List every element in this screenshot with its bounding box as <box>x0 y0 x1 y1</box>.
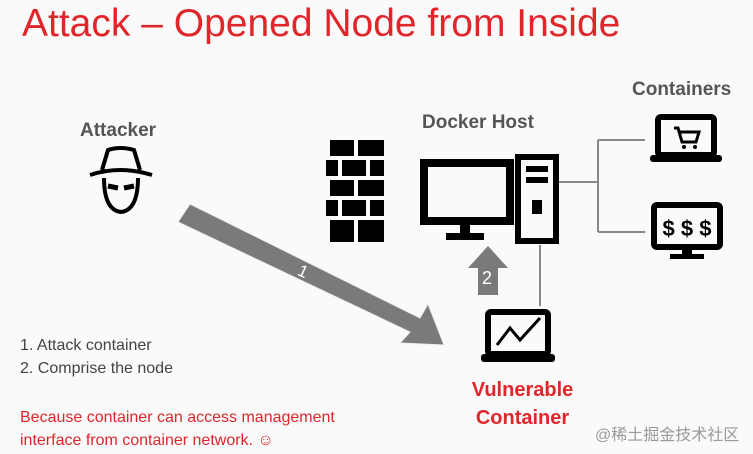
payment-container-monitor-icon: $ $ $ <box>651 202 723 259</box>
firewall-icon <box>326 140 384 242</box>
step-2: 2. Comprise the node <box>20 360 173 377</box>
vulnerable-container-laptop-icon <box>481 309 555 362</box>
watermark: @稀土掘金技术社区 <box>595 427 740 444</box>
connector-lines <box>539 139 645 306</box>
vulnerable-text: Vulnerable <box>471 379 574 401</box>
attacker-hat-icon <box>89 146 153 215</box>
step-1: 1. Attack container <box>20 337 152 354</box>
arrow-2-label: 2 <box>482 268 493 288</box>
attacker-label: Attacker <box>80 120 157 141</box>
containers-label: Containers <box>632 79 732 100</box>
note-line-1: Because container can access management <box>20 409 335 426</box>
attack-arrow-1 <box>177 203 445 346</box>
note-line-2: interface from container network. ☺ <box>20 432 274 449</box>
server-tower-icon <box>515 154 559 244</box>
note-text: Because container can access management … <box>20 406 335 452</box>
shop-container-laptop-icon <box>650 114 722 162</box>
docker-host-label: Docker Host <box>422 112 534 133</box>
vulnerable-container-label: Vulnerable Container <box>460 376 585 432</box>
svg-text:$ $ $: $ $ $ <box>663 216 712 241</box>
docker-host-monitor-icon <box>420 159 514 240</box>
slide-title: Attack – Opened Node from Inside <box>22 2 621 45</box>
container-text: Container <box>475 407 570 429</box>
escalate-arrow-2 <box>468 246 508 295</box>
